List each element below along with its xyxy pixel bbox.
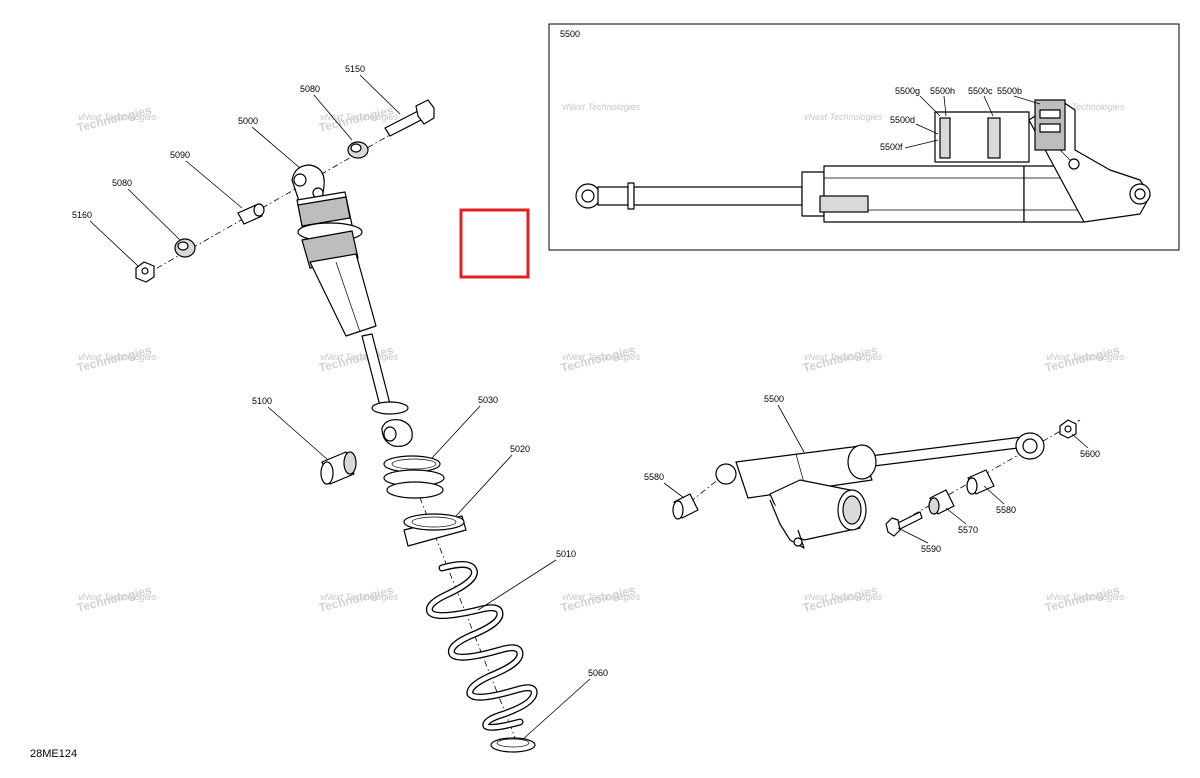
svg-text:5500g: 5500g <box>895 86 920 96</box>
watermark-text: vNext Technologies <box>78 352 157 362</box>
svg-text:5500c: 5500c <box>968 86 993 96</box>
svg-text:5010: 5010 <box>556 549 576 559</box>
inset-shock-drawing <box>575 99 1151 223</box>
watermark-text: vNext Technologies <box>1046 592 1125 602</box>
svg-text:5160: 5160 <box>72 210 92 220</box>
watermark-text: vNext Technologies <box>562 592 641 602</box>
callout-5060: 5060 <box>521 668 608 741</box>
svg-text:5080: 5080 <box>112 178 132 188</box>
watermark-text: Technologies <box>317 343 395 375</box>
watermark-text: Technologies <box>801 343 879 375</box>
callout-5090: 5090 <box>170 150 243 209</box>
watermark-text: vNext Technologies <box>1046 102 1125 112</box>
svg-text:5500h: 5500h <box>930 86 955 96</box>
watermark-text: Technologies <box>75 103 153 135</box>
svg-text:5570: 5570 <box>958 525 978 535</box>
mount-hardware-top <box>135 99 435 283</box>
watermark-text: Technologies <box>317 103 395 135</box>
svg-text:5590: 5590 <box>921 544 941 554</box>
svg-text:5100: 5100 <box>252 396 272 406</box>
shock-assembly-5500 <box>689 419 1081 549</box>
svg-text:5090: 5090 <box>170 150 190 160</box>
svg-text:5580: 5580 <box>996 505 1016 515</box>
svg-text:5000: 5000 <box>238 116 258 126</box>
inset-label-5500c: 5500c <box>968 86 994 117</box>
svg-text:5500f: 5500f <box>880 142 903 152</box>
watermark-text: Technologies <box>1043 583 1121 615</box>
watermark-text: vNext Technologies <box>78 112 157 122</box>
callout-5590: 5590 <box>897 527 941 554</box>
callout-5010: 5010 <box>477 549 576 611</box>
callout-5080-bottom: 5080 <box>112 178 181 241</box>
bushing-5100 <box>320 451 357 485</box>
inset-detail-5500: 5500 <box>548 23 1180 251</box>
callout-5030: 5030 <box>431 395 498 459</box>
inset-title: 5500 <box>560 29 580 39</box>
watermark-text: Technologies <box>559 583 637 615</box>
callout-5100: 5100 <box>252 396 329 461</box>
ring-5060 <box>490 737 536 753</box>
svg-text:5600: 5600 <box>1080 449 1100 459</box>
watermark-text: Technologies <box>75 343 153 375</box>
watermark-text: vNext Technologies <box>562 352 641 362</box>
inset-label-5500d: 5500d <box>890 115 939 135</box>
watermark-text: Technologies <box>317 583 395 615</box>
watermark-text: Technologies <box>801 583 879 615</box>
watermark-text: vNext Technologies <box>320 112 399 122</box>
callout-5160: 5160 <box>72 210 139 267</box>
callout-5080-top: 5080 <box>300 84 353 141</box>
spacer-5570 <box>928 489 955 515</box>
svg-text:5060: 5060 <box>588 668 608 678</box>
svg-text:5500b: 5500b <box>997 86 1022 96</box>
nut-5600 <box>1059 419 1077 439</box>
callout-5500: 5500 <box>764 394 805 453</box>
bushing-5580-left <box>672 493 699 520</box>
watermark-text: vNext Technologies <box>1046 352 1125 362</box>
callout-5000: 5000 <box>238 116 301 169</box>
highlight-box <box>459 208 530 279</box>
watermark-text: Technologies <box>559 343 637 375</box>
watermark-text: vNext Technologies <box>804 112 883 122</box>
watermark-text: vNext Technologies <box>804 592 883 602</box>
callout-5580-left: 5580 <box>644 472 685 499</box>
watermark-text: vNext Technologies <box>320 352 399 362</box>
watermark-text: vNext Technologies <box>562 102 641 112</box>
callout-5580-right: 5580 <box>983 485 1016 515</box>
svg-text:5080: 5080 <box>300 84 320 94</box>
shock-absorber-5000 <box>291 164 413 447</box>
watermark-text: vNext Technologies <box>804 352 883 362</box>
inset-label-5500g: 5500g <box>895 86 941 117</box>
watermark-text: vNext Technologies <box>320 592 399 602</box>
svg-text:5580: 5580 <box>644 472 664 482</box>
inset-label-5500f: 5500f <box>880 139 939 152</box>
bushing-5580-right <box>966 469 995 495</box>
inset-label-5500h: 5500h <box>930 86 955 117</box>
callouts: 5150 5080 5000 5090 5080 5160 5100 5030 <box>72 64 1100 741</box>
inset-frame <box>548 23 1180 251</box>
watermark-text: Technologies <box>1043 343 1121 375</box>
spring-centerline <box>404 459 521 751</box>
svg-text:5500: 5500 <box>764 394 784 404</box>
svg-text:5500d: 5500d <box>890 115 915 125</box>
adjuster-5030 <box>383 455 445 499</box>
svg-text:5150: 5150 <box>345 64 365 74</box>
callout-5150: 5150 <box>345 64 401 115</box>
callout-5020: 5020 <box>455 444 530 517</box>
callout-5570: 5570 <box>945 507 978 535</box>
callout-5600: 5600 <box>1071 433 1100 459</box>
watermark-text: Technologies <box>75 583 153 615</box>
spring-5010 <box>425 561 538 731</box>
spring-seat-5020 <box>403 513 467 547</box>
figure-code: 28ME124 <box>30 748 77 760</box>
svg-text:5030: 5030 <box>478 395 498 405</box>
watermark-text: vNext Technologies <box>78 592 157 602</box>
inset-label-5500b: 5500b <box>997 86 1041 105</box>
bolt-5590 <box>885 511 923 537</box>
svg-text:5020: 5020 <box>510 444 530 454</box>
